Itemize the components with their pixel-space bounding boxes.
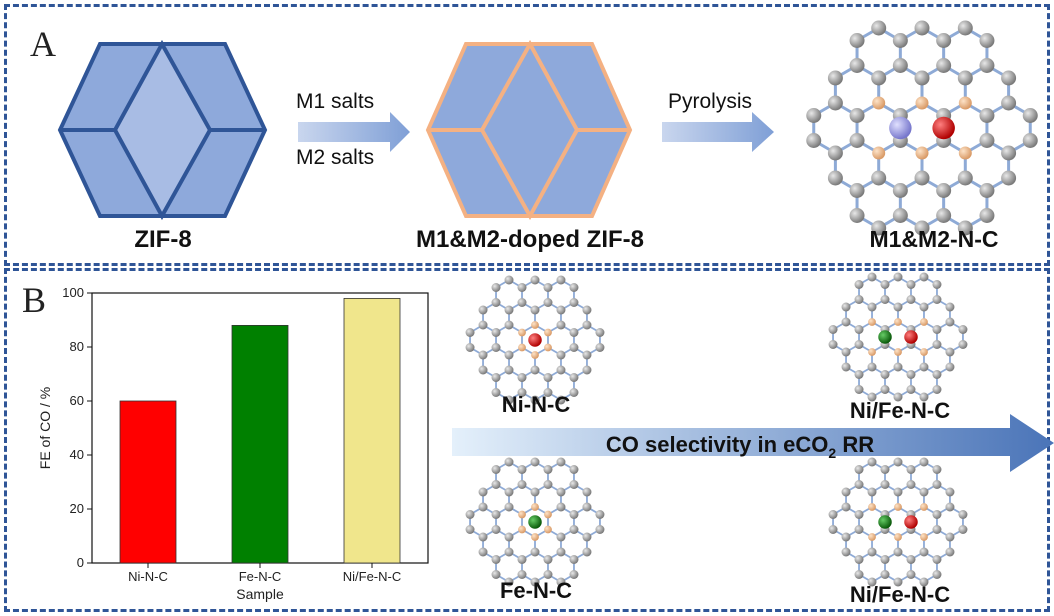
- bar-ni-fe-n-c: [343, 297, 401, 564]
- x-tick-label: Ni/Fe-N-C: [343, 569, 402, 584]
- pyrolysis-label: Pyrolysis: [668, 90, 753, 113]
- y-tick-label: 60: [70, 393, 84, 408]
- m1m2-nc-caption: M1&M2-N-C: [869, 226, 999, 252]
- zif8-caption: ZIF-8: [134, 226, 192, 253]
- doped-zif8-crystal: [425, 39, 633, 221]
- panel-a-label: A: [30, 24, 56, 64]
- y-tick-label: 20: [70, 501, 84, 516]
- x-axis-label: Sample: [236, 586, 284, 602]
- arrow-label-m1: M1 salts: [296, 90, 375, 113]
- nife-nc-caption-top: Ni/Fe-N-C: [849, 398, 951, 423]
- panel-a: [4, 4, 1050, 266]
- salts-arrow: [298, 112, 410, 152]
- bar-ni-n-c: [119, 400, 177, 564]
- panel-b-label: B: [22, 280, 47, 320]
- selectivity-arrow: [452, 414, 1054, 472]
- nife-nc-molecule-top: [828, 272, 968, 402]
- nife-nc-molecule-bottom: [828, 457, 968, 587]
- ni-nc-caption: Ni-N-C: [501, 392, 571, 417]
- x-tick-label: Fe-N-C: [239, 569, 282, 584]
- y-tick-label: 80: [70, 339, 84, 354]
- doped-zif8-caption: M1&M2-doped ZIF-8: [416, 226, 644, 253]
- bar-fe-n-c: [231, 324, 289, 564]
- m1m2-nc-molecule: [806, 20, 1038, 236]
- y-tick-label: 0: [77, 555, 84, 570]
- x-tick-label: Ni-N-C: [128, 569, 168, 584]
- pyrolysis-arrow: [662, 112, 774, 152]
- fe-nc-molecule: [465, 457, 605, 587]
- y-axis-label: FE of CO / %: [37, 387, 53, 469]
- nife-nc-caption-bottom: Ni/Fe-N-C: [849, 582, 951, 607]
- ni-nc-molecule: [465, 275, 605, 405]
- arrow-label-m2: M2 salts: [296, 146, 375, 169]
- fe-nc-caption: Fe-N-C: [499, 578, 573, 603]
- y-tick-label: 40: [70, 447, 84, 462]
- selectivity-arrow-text: CO selectivity in eCO2 RR: [606, 432, 874, 461]
- y-tick-label: 100: [62, 285, 84, 300]
- zif8-crystal: [57, 39, 268, 221]
